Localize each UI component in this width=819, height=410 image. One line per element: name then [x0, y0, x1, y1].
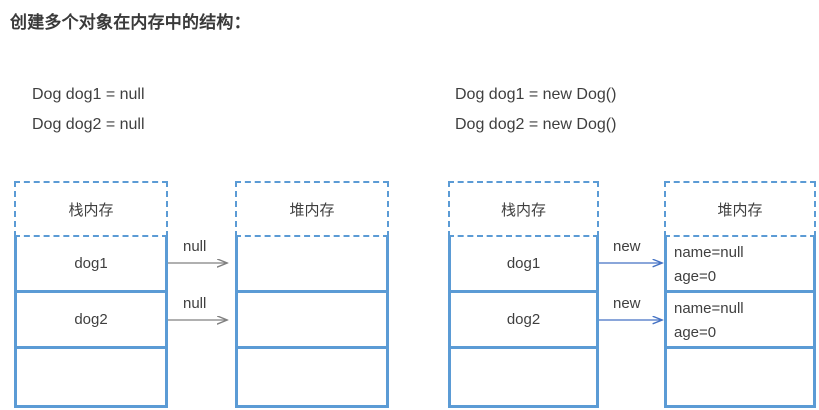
- page-title: 创建多个对象在内存中的结构：: [10, 13, 251, 32]
- stack-memory-rows: dog1 dog2: [14, 237, 168, 408]
- heap-row-object-2: name=null age=0: [667, 293, 813, 349]
- object-field-name: name=null: [674, 300, 744, 317]
- object-field-age: age=0: [674, 324, 717, 341]
- right-heap-memory-column: 堆内存 name=null age=0 name=null age=0: [664, 181, 816, 408]
- stack-row-empty: [17, 349, 165, 405]
- stack-memory-rows: dog1 dog2: [448, 237, 599, 408]
- arrow-label-null-2: null: [183, 295, 207, 312]
- heap-row-object-1: name=null age=0: [667, 237, 813, 293]
- heap-row-object-2: [238, 293, 386, 349]
- arrow-label-null-1: null: [183, 238, 207, 255]
- code-line: Dog dog1 = new Dog(): [455, 86, 617, 103]
- heap-row-object-1: [238, 237, 386, 293]
- arrow-label-new-1: new: [613, 238, 641, 255]
- code-line: Dog dog1 = null: [32, 86, 145, 103]
- right-stack-memory-column: 栈内存 dog1 dog2: [448, 181, 599, 408]
- stack-row-dog1: dog1: [451, 237, 596, 293]
- left-stack-memory-column: 栈内存 dog1 dog2: [14, 181, 168, 408]
- reference-arrow-1: [168, 255, 238, 275]
- code-block-right: Dog dog1 = new Dog() Dog dog2 = new Dog(…: [455, 80, 616, 140]
- heap-memory-rows: [235, 237, 389, 408]
- code-line: Dog dog2 = new Dog(): [455, 116, 617, 133]
- heap-memory-header: 堆内存: [235, 181, 389, 237]
- stack-memory-header: 栈内存: [448, 181, 599, 237]
- reference-arrow-2: [168, 312, 238, 332]
- code-line: Dog dog2 = null: [32, 116, 145, 133]
- heap-row-empty: [667, 349, 813, 405]
- stack-memory-header: 栈内存: [14, 181, 168, 237]
- object-field-name: name=null: [674, 244, 744, 261]
- reference-arrow-1: [599, 255, 669, 275]
- heap-memory-rows: name=null age=0 name=null age=0: [664, 237, 816, 408]
- left-heap-memory-column: 堆内存: [235, 181, 389, 408]
- stack-row-dog2: dog2: [451, 293, 596, 349]
- reference-arrow-2: [599, 312, 669, 332]
- heap-row-empty: [238, 349, 386, 405]
- code-block-left: Dog dog1 = null Dog dog2 = null: [32, 80, 145, 140]
- stack-row-empty: [451, 349, 596, 405]
- arrow-label-new-2: new: [613, 295, 641, 312]
- stack-row-dog1: dog1: [17, 237, 165, 293]
- object-field-age: age=0: [674, 268, 717, 285]
- stack-row-dog2: dog2: [17, 293, 165, 349]
- heap-memory-header: 堆内存: [664, 181, 816, 237]
